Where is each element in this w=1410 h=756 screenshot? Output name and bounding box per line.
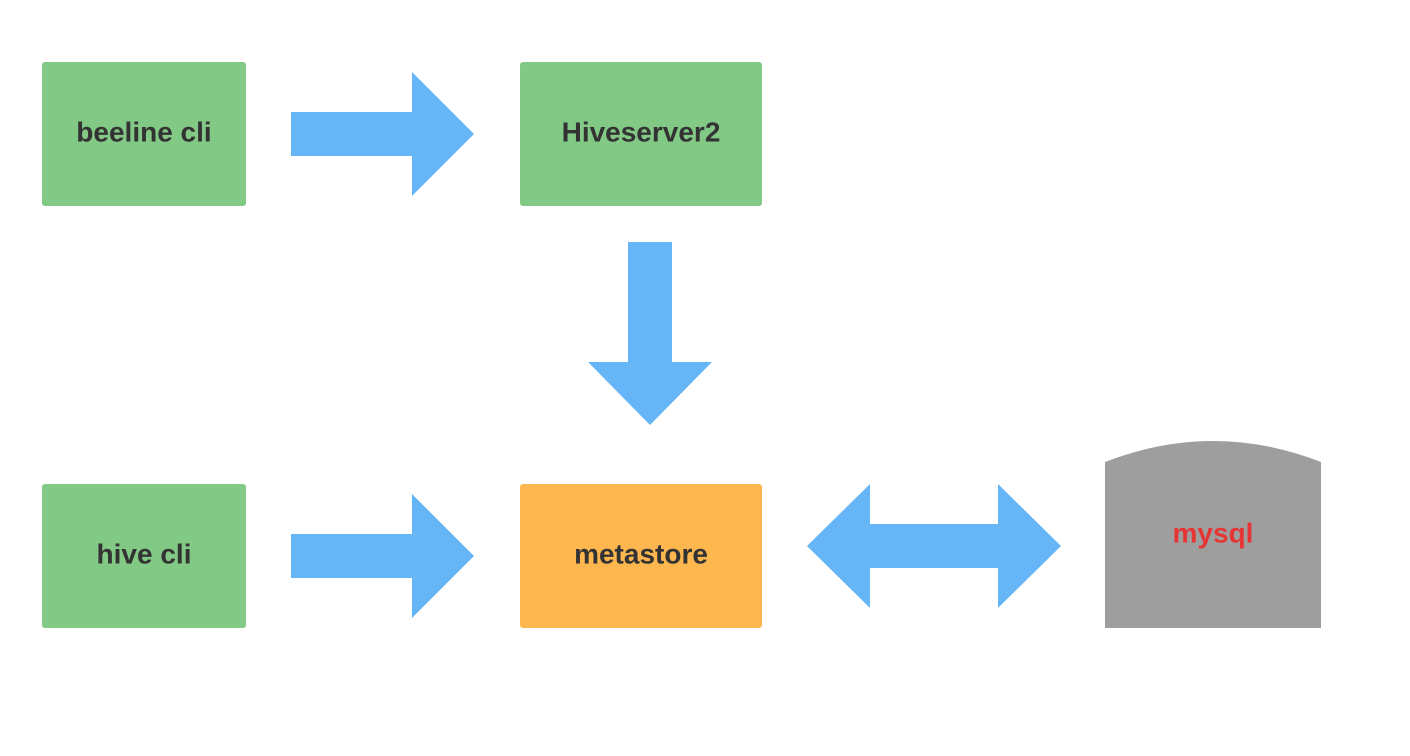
arrow-beeline-to-hiveserver2 [291,72,474,196]
node-mysql-label: mysql [1173,517,1254,548]
arrow-metastore-mysql-bidirectional [807,484,1061,608]
node-beeline-cli-label: beeline cli [76,116,211,147]
node-mysql: mysql [1105,441,1321,628]
arrow-hiveserver2-to-metastore [588,242,712,425]
node-hive-cli: hive cli [42,484,246,628]
node-hiveserver2: Hiveserver2 [520,62,762,206]
node-hive-cli-box [42,484,246,628]
node-metastore-box [520,484,762,628]
database-icon [1105,441,1321,628]
node-beeline-cli: beeline cli [42,62,246,206]
node-metastore-label: metastore [574,538,708,569]
node-hiveserver2-box [520,62,762,206]
node-metastore: metastore [520,484,762,628]
node-hiveserver2-label: Hiveserver2 [562,116,721,147]
node-beeline-cli-box [42,62,246,206]
node-hive-cli-label: hive cli [97,538,192,569]
arrow-hive-cli-to-metastore [291,494,474,618]
